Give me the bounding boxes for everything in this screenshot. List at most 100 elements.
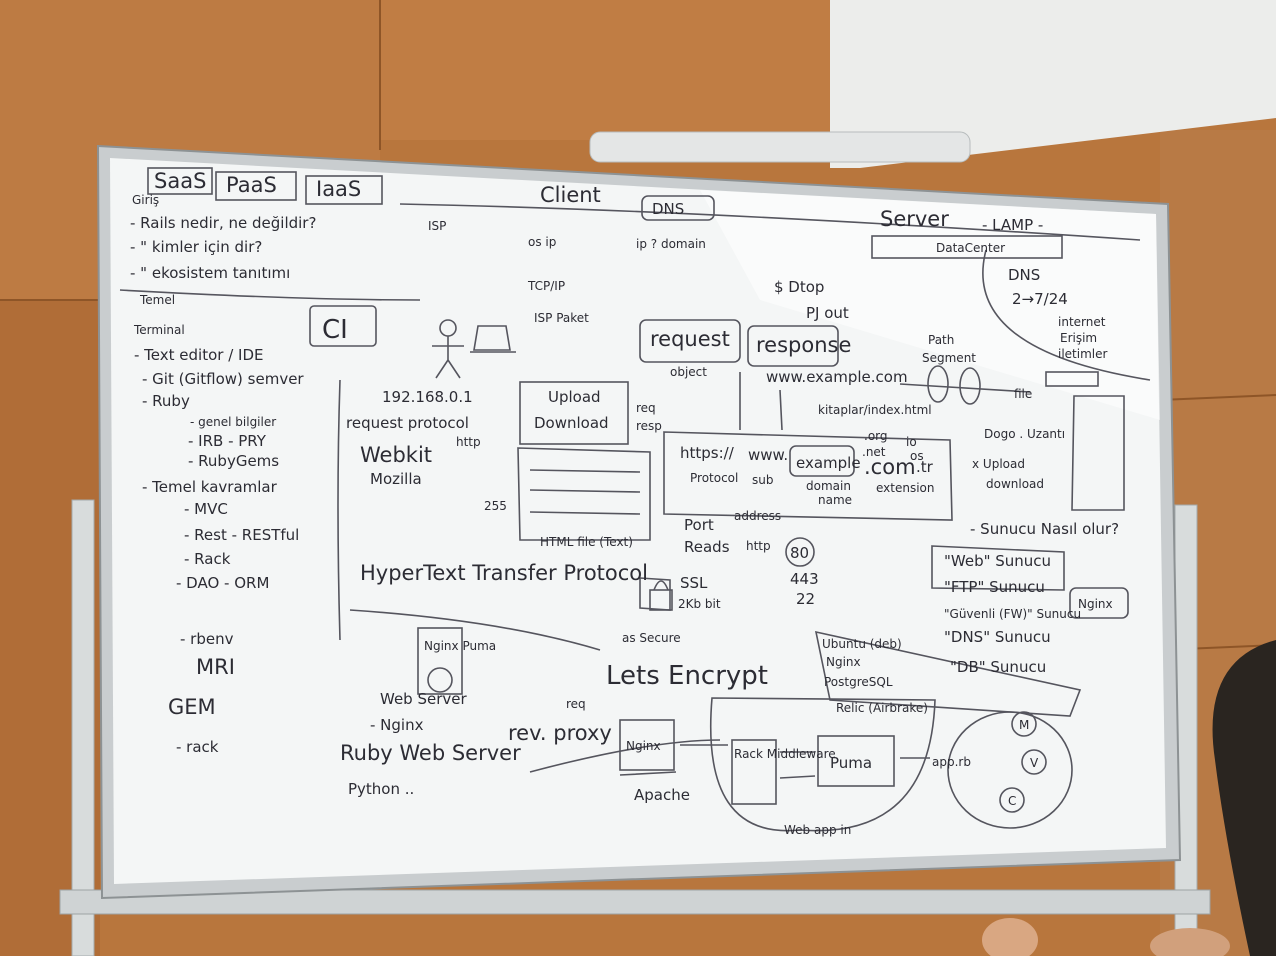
python-label: Python ..: [348, 780, 414, 798]
header-client: Client: [540, 183, 601, 207]
person-hand: [1150, 928, 1230, 956]
path-label: Path: [928, 333, 954, 347]
nginx-label: - Nginx: [370, 716, 424, 734]
white-wall: [830, 0, 1276, 168]
https-label: https://: [680, 444, 735, 462]
db-sunucu-label: "DB" Sunucu: [950, 658, 1046, 676]
xupload-label: x Upload: [972, 457, 1025, 471]
sub-label: sub: [752, 473, 773, 487]
request-label: request: [650, 327, 730, 351]
nginx-box-label: Nginx: [1078, 597, 1113, 611]
req-label: req: [636, 401, 656, 415]
as-secure-label: as Secure: [622, 631, 681, 645]
projector-screen-case: [589, 131, 971, 163]
agenda-item: - Ruby: [142, 392, 190, 410]
iletimler-label: iletimler: [1058, 347, 1107, 361]
agenda-item: - Text editor / IDE: [134, 346, 263, 364]
whiteboard-glare: [700, 190, 1160, 420]
agenda-item: GEM: [168, 695, 216, 719]
person-head: [1212, 640, 1276, 956]
internet-label: internet: [1058, 315, 1106, 329]
file-label: file: [1014, 387, 1032, 401]
os-ip-label: os ip: [528, 235, 556, 249]
nginx-puma-label: Nginx Puma: [424, 639, 496, 653]
mvc-m: M: [1019, 718, 1029, 732]
agenda-item: - " kimler için dir?: [130, 238, 262, 256]
letsencrypt-label: Lets Encrypt: [606, 661, 768, 691]
resp-label: resp: [636, 419, 662, 433]
agenda-item: - genel bilgiler: [190, 415, 276, 429]
url-label: www.example.com: [766, 368, 908, 386]
webapp-label: Web app in: [784, 823, 851, 837]
extension-label: extension: [876, 481, 935, 495]
header-iaas: IaaS: [316, 177, 361, 201]
web-sunucu-label: "Web" Sunucu: [944, 552, 1051, 570]
mvc-v: V: [1030, 756, 1039, 770]
ruby-web-server-label: Ruby Web Server: [340, 741, 521, 765]
dns-numbers-label: 2→7/24: [1012, 290, 1068, 308]
html-file-label: HTML file (Text): [540, 535, 633, 549]
response-label: response: [756, 333, 851, 357]
agenda-item: Terminal: [133, 323, 185, 337]
nginx3-label: Nginx: [626, 739, 661, 753]
panel-seam: [1159, 394, 1276, 401]
agenda-item: - rbenv: [180, 630, 234, 648]
agenda-item: - DAO - ORM: [176, 574, 269, 592]
header-dns: DNS: [652, 200, 684, 218]
org-label: .org: [864, 429, 888, 443]
agenda-item: - MVC: [184, 500, 228, 518]
agenda-item: Giriş: [132, 193, 159, 207]
marker-strokes: [119, 167, 1151, 832]
www-label: www.: [748, 446, 788, 464]
header-lamp: - LAMP -: [982, 216, 1043, 234]
agenda-item: - Rack: [184, 550, 231, 568]
person-hand: [982, 918, 1038, 956]
port-443: 443: [790, 570, 819, 588]
relic-label: Relic (Airbrake): [836, 701, 928, 715]
object-label: object: [670, 365, 707, 379]
number-255: 255: [484, 499, 507, 513]
pj-out-label: PJ out: [806, 304, 849, 322]
segment-label: Segment: [922, 351, 976, 365]
io-label: io: [906, 435, 917, 449]
header-paas: PaaS: [226, 173, 277, 197]
kitaplar-label: kitaplar/index.html: [818, 403, 932, 417]
http80-label: http: [746, 539, 771, 553]
port-80: 80: [790, 544, 809, 562]
app-label: app.rb: [932, 755, 971, 769]
agenda-item: - rack: [176, 738, 219, 756]
hypertext-label: HyperText Transfer Protocol: [360, 561, 648, 585]
download-label: Download: [534, 414, 609, 432]
agenda-item: - RubyGems: [188, 452, 279, 470]
stand-crossbar: [59, 889, 1211, 915]
net-label: .net: [862, 445, 886, 459]
erisim-label: Erişim: [1060, 331, 1097, 345]
agenda-item: MRI: [196, 655, 235, 679]
ssl-label: SSL: [680, 574, 708, 592]
header-saas: SaaS: [154, 169, 206, 193]
ftp-sunucu-label: "FTP" Sunucu: [944, 578, 1045, 596]
agenda-item: - Rails nedir, ne değildir?: [130, 214, 316, 232]
ci-label: CI: [322, 315, 348, 345]
http-label: http: [456, 435, 481, 449]
apache-label: Apache: [634, 786, 690, 804]
port-label: Port: [684, 516, 714, 534]
os-label: os: [910, 449, 924, 463]
port-22: 22: [796, 590, 815, 608]
ip-address: 192.168.0.1: [382, 388, 473, 406]
domain-label: domain: [806, 479, 851, 493]
gunlu-sunucu-label: "Güvenli (FW)" Sunucu: [944, 607, 1081, 621]
datacenter-label: DataCenter: [936, 241, 1005, 255]
agenda-list: Giriş - Rails nedir, ne değildir? - " ki…: [130, 193, 316, 756]
name-label: name: [818, 493, 852, 507]
tr-label: .tr: [916, 458, 934, 476]
tcpip-label: TCP/IP: [527, 279, 565, 293]
download2-label: download: [986, 477, 1044, 491]
nginx2-label: Nginx: [826, 655, 861, 669]
postgresql-label: PostgreSQL: [824, 675, 893, 689]
domain-ip-label: ip ? domain: [636, 237, 706, 251]
web-server-label: Web Server: [380, 690, 467, 708]
bit-label: 2Kb bit: [678, 597, 721, 611]
isp-label: ISP: [428, 219, 446, 233]
